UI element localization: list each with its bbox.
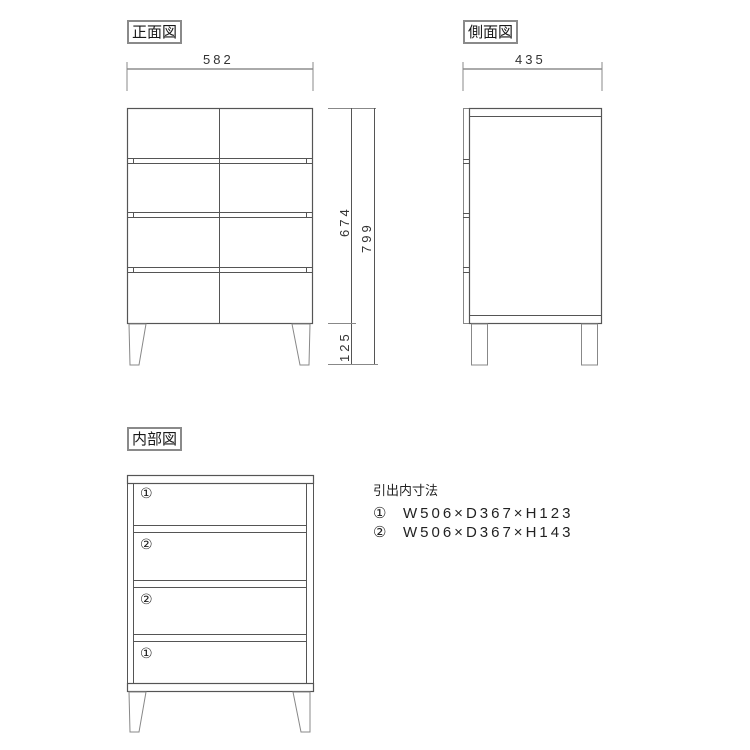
- drawer-marker-2: ②: [140, 537, 153, 553]
- total-height-dim: 799: [359, 222, 374, 253]
- drawer-spec-row-1: ① W506×D367×H123: [373, 504, 573, 522]
- leg-height-dim: 125: [337, 331, 352, 362]
- spec-marker-1: ①: [373, 505, 387, 522]
- front-width-dim: 582: [203, 52, 234, 67]
- drawer-spec-title: 引出内寸法: [373, 484, 439, 499]
- side-depth-dim: 435: [515, 52, 546, 67]
- side-view-title: 側面図: [463, 20, 519, 44]
- spec-value-1: W506×D367×H123: [403, 505, 574, 522]
- drawer-marker-3: ②: [140, 592, 153, 608]
- spec-value-2: W506×D367×H143: [403, 524, 574, 541]
- spec-marker-2: ②: [373, 524, 387, 541]
- interior-view-drawing: [126, 474, 315, 733]
- front-view-title: 正面図: [127, 20, 183, 44]
- body-height-dim: 674: [337, 206, 352, 237]
- front-view-drawing: [126, 62, 378, 366]
- side-view-drawing: [462, 62, 603, 366]
- drawer-marker-1: ①: [140, 486, 153, 502]
- interior-view-title: 内部図: [127, 427, 183, 451]
- drawer-spec-row-2: ② W506×D367×H143: [373, 523, 573, 541]
- drawer-marker-4: ①: [140, 646, 153, 662]
